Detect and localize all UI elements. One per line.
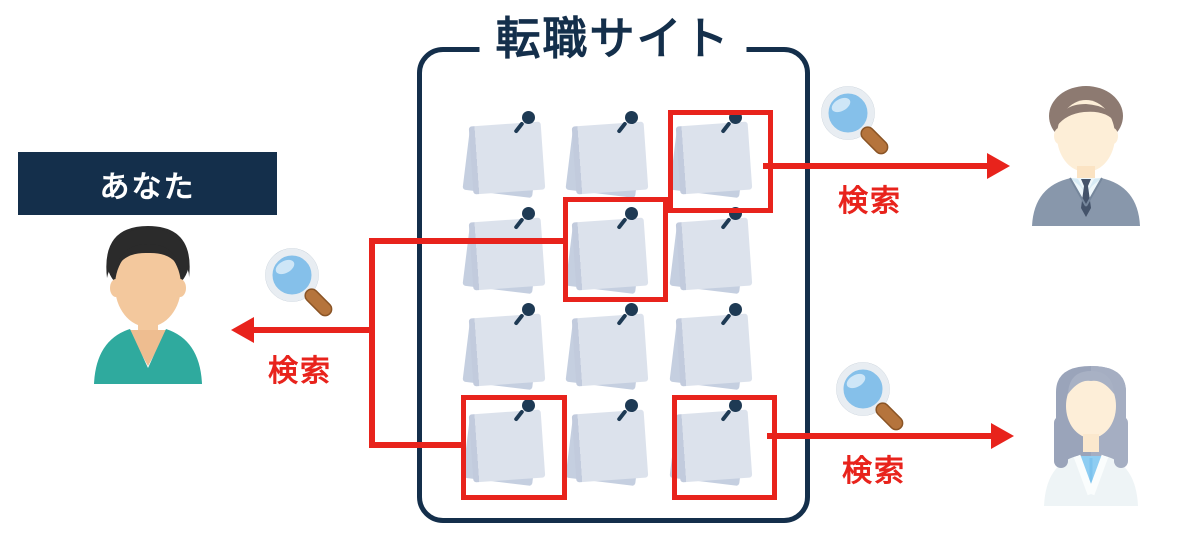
pinned-note — [460, 396, 563, 492]
arrow-to-businessman-head — [987, 153, 1010, 179]
page-title: 転職サイト — [479, 2, 747, 67]
pinned-note — [667, 300, 770, 396]
arrow-to-you-line — [252, 327, 373, 333]
pinned-note — [563, 108, 666, 204]
pinned-note — [563, 396, 666, 492]
search-label-left: 検索 — [268, 355, 332, 388]
you-avatar — [94, 226, 202, 384]
pinned-note — [460, 108, 563, 204]
you-label: あなた — [99, 170, 196, 204]
businessman-avatar — [1032, 86, 1140, 226]
pinned-note — [460, 300, 563, 396]
search-label-top-right: 検索 — [838, 185, 902, 218]
you-label-box: あなた — [18, 152, 277, 215]
search-icon-left — [265, 248, 333, 317]
pinned-note — [667, 204, 770, 300]
highlight-box-row1-col3 — [668, 110, 773, 213]
search-icon-top-right — [821, 86, 889, 155]
woman-avatar — [1044, 366, 1138, 506]
connector-left-vertical — [369, 238, 375, 448]
search-label-bottom-right: 検索 — [842, 455, 906, 488]
highlight-box-row4-col1 — [461, 395, 567, 500]
pinned-note — [563, 204, 666, 300]
arrow-to-you-head — [231, 317, 254, 343]
connector-left-bottom — [369, 442, 466, 448]
pinned-note — [460, 204, 563, 300]
highlight-box-row4-col3 — [672, 395, 777, 500]
search-icon-bottom-right — [836, 362, 904, 431]
arrow-to-woman-line — [767, 433, 993, 439]
arrow-to-businessman-line — [763, 163, 989, 169]
highlight-box-row2-col2 — [563, 197, 668, 302]
arrow-to-woman-head — [991, 423, 1014, 449]
pinned-note — [563, 300, 666, 396]
connector-left-top — [369, 238, 565, 244]
pinned-note — [667, 396, 770, 492]
